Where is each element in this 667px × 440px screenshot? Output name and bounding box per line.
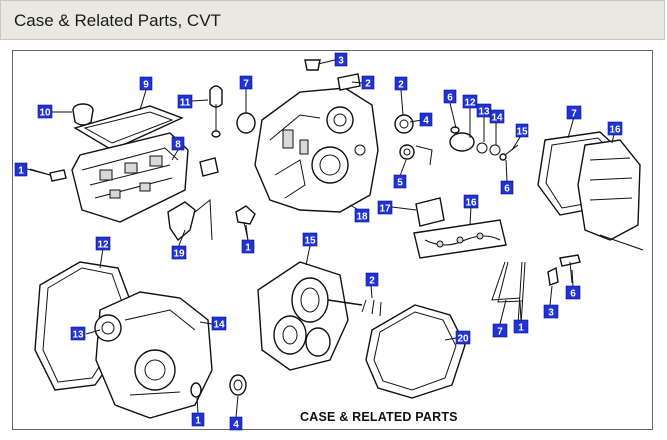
svg-text:3: 3 bbox=[548, 308, 554, 319]
speed-sensor-part bbox=[235, 205, 256, 241]
svg-text:7: 7 bbox=[571, 109, 577, 120]
callout-12[interactable]: 12 bbox=[462, 94, 478, 109]
svg-text:3: 3 bbox=[338, 56, 344, 67]
svg-text:5: 5 bbox=[397, 178, 403, 189]
clip-part bbox=[547, 254, 581, 286]
callout-17[interactable]: 17 bbox=[377, 200, 393, 215]
callout-7-right[interactable]: 7 bbox=[566, 105, 582, 120]
callout-18[interactable]: 18 bbox=[354, 208, 370, 223]
svg-text:6: 6 bbox=[570, 289, 576, 300]
callout-2-right[interactable]: 2 bbox=[394, 76, 408, 91]
callout-7-lower[interactable]: 7 bbox=[492, 323, 508, 338]
o-ring-part bbox=[236, 112, 256, 134]
callout-1[interactable]: 1 bbox=[14, 162, 28, 177]
bearing-part bbox=[394, 114, 433, 166]
svg-text:4: 4 bbox=[233, 420, 239, 431]
svg-text:1: 1 bbox=[18, 166, 24, 177]
callout-1-lower[interactable]: 1 bbox=[513, 319, 529, 334]
svg-text:6: 6 bbox=[504, 184, 510, 195]
svg-text:16: 16 bbox=[465, 198, 477, 209]
svg-text:14: 14 bbox=[213, 320, 225, 331]
svg-text:9: 9 bbox=[143, 80, 149, 91]
callout-10[interactable]: 10 bbox=[37, 104, 53, 119]
pan-gasket-part bbox=[73, 105, 184, 151]
callout-2-top[interactable]: 2 bbox=[361, 75, 375, 90]
svg-text:15: 15 bbox=[304, 236, 316, 247]
callout-19[interactable]: 19 bbox=[171, 245, 187, 260]
svg-text:7: 7 bbox=[243, 79, 249, 90]
diagram-caption: CASE & RELATED PARTS bbox=[300, 410, 458, 424]
page-title: Case & Related Parts, CVT bbox=[14, 11, 221, 30]
svg-text:1: 1 bbox=[195, 416, 201, 427]
svg-text:14: 14 bbox=[491, 113, 503, 124]
svg-text:6: 6 bbox=[447, 93, 453, 104]
svg-text:18: 18 bbox=[356, 212, 368, 223]
callout-16-valve[interactable]: 16 bbox=[463, 194, 479, 209]
oil-pan-part bbox=[71, 132, 189, 223]
dowel-pins-part bbox=[361, 299, 382, 317]
svg-text:20: 20 bbox=[457, 334, 469, 345]
seal-large-part bbox=[229, 374, 247, 396]
bracket-part bbox=[304, 59, 361, 91]
callout-6-top[interactable]: 6 bbox=[443, 89, 457, 104]
callout-15[interactable]: 15 bbox=[515, 123, 529, 138]
callout-4-lower[interactable]: 4 bbox=[229, 416, 243, 431]
callout-14-lower[interactable]: 14 bbox=[211, 316, 227, 331]
housing-gasket-part bbox=[365, 304, 466, 399]
callout-6-lower[interactable]: 6 bbox=[565, 285, 581, 300]
callout-3-top[interactable]: 3 bbox=[334, 52, 348, 67]
svg-text:7: 7 bbox=[497, 327, 503, 338]
svg-text:13: 13 bbox=[478, 107, 490, 118]
callout-5-top[interactable]: 5 bbox=[393, 174, 407, 189]
page-header: Case & Related Parts, CVT bbox=[0, 0, 665, 40]
svg-text:15: 15 bbox=[516, 127, 528, 138]
callout-4-top[interactable]: 4 bbox=[419, 112, 433, 127]
dipstick-tube-part bbox=[209, 85, 223, 138]
svg-text:10: 10 bbox=[39, 108, 51, 119]
svg-text:2: 2 bbox=[398, 80, 404, 91]
callout-2-lower[interactable]: 2 bbox=[365, 272, 379, 287]
valve-body-part bbox=[413, 197, 507, 259]
transaxle-case-part bbox=[254, 87, 379, 213]
pump-plate-part bbox=[449, 126, 501, 156]
svg-text:13: 13 bbox=[72, 330, 84, 341]
seal-small-part bbox=[190, 382, 202, 398]
svg-text:2: 2 bbox=[365, 79, 371, 90]
callout-14[interactable]: 14 bbox=[489, 109, 505, 124]
pulley-assembly-part bbox=[257, 261, 363, 371]
svg-text:17: 17 bbox=[379, 204, 391, 215]
svg-text:8: 8 bbox=[175, 140, 181, 151]
svg-text:19: 19 bbox=[173, 249, 185, 260]
svg-text:11: 11 bbox=[180, 98, 191, 109]
callout-16[interactable]: 16 bbox=[607, 121, 623, 136]
filter-cap-part bbox=[72, 103, 94, 126]
bolt-part bbox=[499, 144, 519, 161]
callout-1-bottom[interactable]: 1 bbox=[191, 412, 205, 427]
callout-12-lower[interactable]: 12 bbox=[95, 236, 111, 251]
svg-text:2: 2 bbox=[369, 276, 375, 287]
callout-labels: 9 10 11 1 8 7 3 2 2 4 5 6 12 13 14 15 6 … bbox=[14, 52, 623, 431]
svg-text:4: 4 bbox=[423, 116, 429, 127]
callout-11[interactable]: 11 bbox=[177, 94, 193, 109]
oil-tubes-part bbox=[491, 261, 526, 326]
callout-13-lower[interactable]: 13 bbox=[70, 326, 86, 341]
svg-text:1: 1 bbox=[245, 243, 251, 254]
svg-text:1: 1 bbox=[518, 323, 524, 334]
callout-1-mid[interactable]: 1 bbox=[241, 239, 255, 254]
svg-text:12: 12 bbox=[97, 240, 109, 251]
converter-housing-part bbox=[94, 291, 213, 419]
callout-20[interactable]: 20 bbox=[455, 330, 471, 345]
svg-text:16: 16 bbox=[609, 125, 621, 136]
callout-7-top[interactable]: 7 bbox=[239, 75, 253, 90]
side-cover-part bbox=[577, 139, 644, 251]
callout-13[interactable]: 13 bbox=[476, 103, 492, 118]
callout-3-lower[interactable]: 3 bbox=[543, 304, 559, 319]
callout-6-bolt[interactable]: 6 bbox=[500, 180, 514, 195]
mount-bracket-part bbox=[167, 157, 219, 242]
callout-8[interactable]: 8 bbox=[171, 136, 185, 151]
svg-text:12: 12 bbox=[464, 98, 476, 109]
callout-9[interactable]: 9 bbox=[139, 76, 153, 91]
callout-15-lower[interactable]: 15 bbox=[302, 232, 318, 247]
